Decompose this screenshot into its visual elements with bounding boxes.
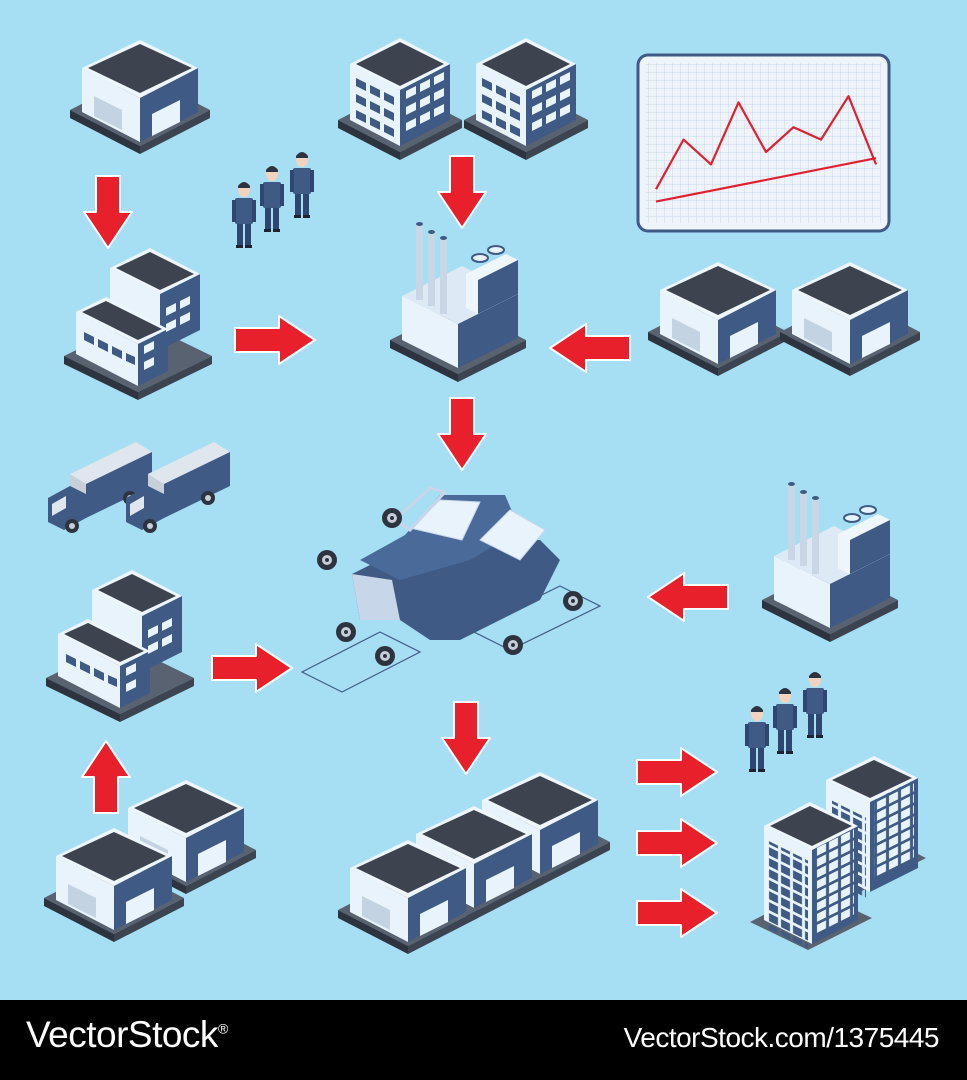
brand-logo[interactable]: VectorStock® [26,1014,228,1056]
chart-line [655,95,878,190]
supply-chain-diagram [0,0,967,1000]
registered-mark: ® [217,1020,228,1037]
office-building-icon [750,756,926,950]
chart-board-icon [636,53,891,233]
image-id-text: VectorStock.com/1375445 [623,1022,940,1053]
footer-bar: VectorStock® VectorStock.com/1375445 [0,1000,967,1080]
brand-name: VectorStock [26,1014,218,1055]
car-assembly-icon [300,486,602,693]
chart-line [655,157,877,203]
